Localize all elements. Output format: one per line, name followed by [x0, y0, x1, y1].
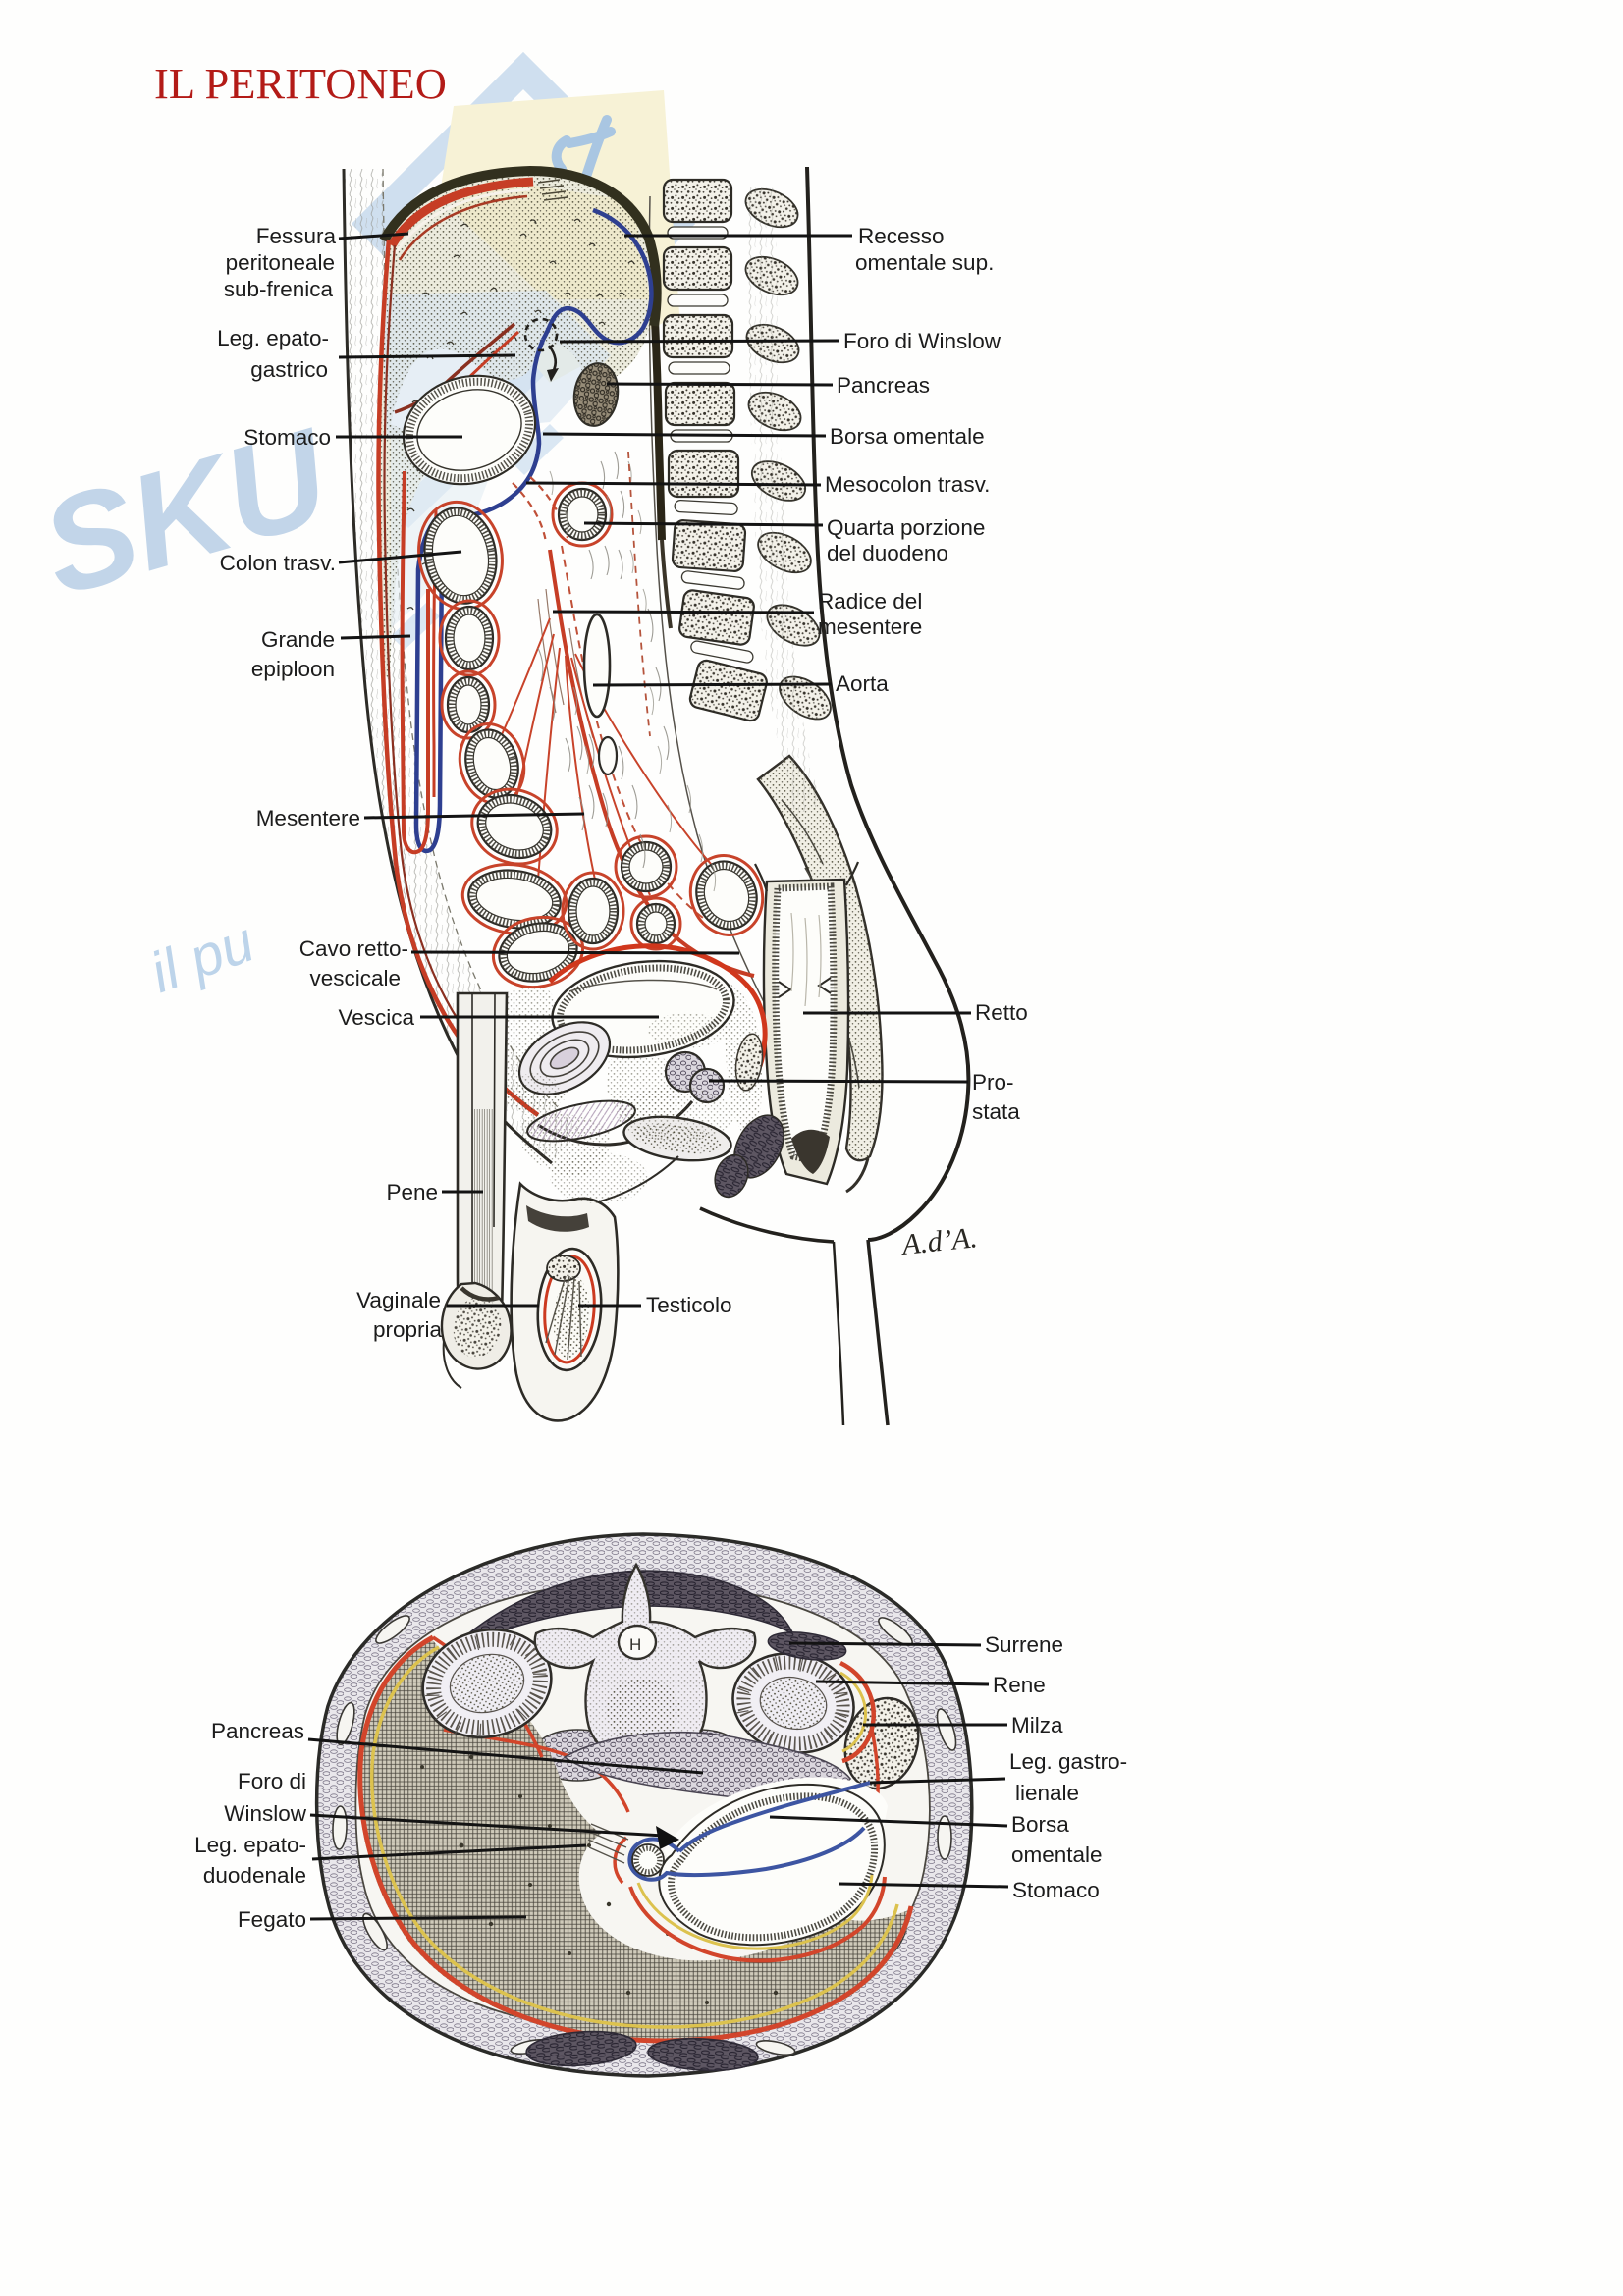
svg-text:lienale: lienale: [1015, 1781, 1079, 1805]
svg-text:Rene: Rene: [993, 1673, 1046, 1697]
svg-text:duodenale: duodenale: [203, 1863, 306, 1888]
svg-text:Borsa omentale: Borsa omentale: [830, 424, 985, 449]
svg-text:il pu: il pu: [142, 910, 262, 1005]
svg-text:epiploon: epiploon: [251, 657, 335, 681]
svg-text:Retto: Retto: [975, 1000, 1028, 1025]
svg-text:Mesocolon trasv.: Mesocolon trasv.: [825, 472, 990, 497]
svg-text:Fessura: Fessura: [256, 224, 337, 248]
svg-text:vescicale: vescicale: [309, 966, 401, 990]
svg-text:mesentere: mesentere: [818, 614, 922, 639]
svg-text:Testicolo: Testicolo: [646, 1293, 732, 1317]
svg-text:propria: propria: [373, 1317, 443, 1342]
svg-text:Pro-: Pro-: [972, 1070, 1014, 1095]
svg-text:Foro di: Foro di: [238, 1769, 306, 1793]
svg-text:Leg. epato-: Leg. epato-: [217, 326, 329, 350]
svg-text:Radice del: Radice del: [818, 589, 922, 614]
svg-text:Fegato: Fegato: [238, 1907, 306, 1932]
svg-text:IL PERITONEO: IL PERITONEO: [154, 59, 447, 108]
svg-text:Winslow: Winslow: [224, 1801, 307, 1826]
svg-text:Pene: Pene: [386, 1180, 438, 1204]
svg-text:Recesso: Recesso: [858, 224, 945, 248]
svg-text:Quarta porzione: Quarta porzione: [827, 515, 985, 540]
svg-text:stata: stata: [972, 1099, 1020, 1124]
svg-text:Stomaco: Stomaco: [243, 425, 331, 450]
svg-text:H: H: [629, 1635, 641, 1654]
svg-text:Aorta: Aorta: [836, 671, 889, 696]
svg-text:Vescica: Vescica: [338, 1005, 414, 1030]
svg-text:Vaginale: Vaginale: [356, 1288, 441, 1312]
svg-text:Grande: Grande: [261, 627, 335, 652]
svg-text:peritoneale: peritoneale: [226, 250, 335, 275]
svg-text:A.d’A.: A.d’A.: [898, 1221, 979, 1261]
svg-text:Cavo retto-: Cavo retto-: [299, 936, 408, 961]
svg-text:sub-frenica: sub-frenica: [224, 277, 334, 301]
svg-text:del duodeno: del duodeno: [827, 541, 948, 565]
svg-text:Leg. epato-: Leg. epato-: [194, 1833, 306, 1857]
svg-text:Foro di Winslow: Foro di Winslow: [843, 329, 1001, 353]
svg-text:Pancreas: Pancreas: [837, 373, 930, 398]
svg-text:gastrico: gastrico: [250, 357, 328, 382]
svg-text:omentale: omentale: [1011, 1842, 1103, 1867]
svg-text:Leg. gastro-: Leg. gastro-: [1009, 1749, 1127, 1774]
svg-text:Borsa: Borsa: [1011, 1812, 1069, 1837]
svg-text:Milza: Milza: [1011, 1713, 1063, 1737]
svg-text:Mesentere: Mesentere: [256, 806, 360, 830]
svg-text:Colon trasv.: Colon trasv.: [220, 551, 336, 575]
svg-text:Surrene: Surrene: [985, 1632, 1063, 1657]
svg-text:Stomaco: Stomaco: [1012, 1878, 1100, 1902]
svg-text:omentale sup.: omentale sup.: [855, 250, 994, 275]
svg-text:Pancreas: Pancreas: [211, 1719, 304, 1743]
